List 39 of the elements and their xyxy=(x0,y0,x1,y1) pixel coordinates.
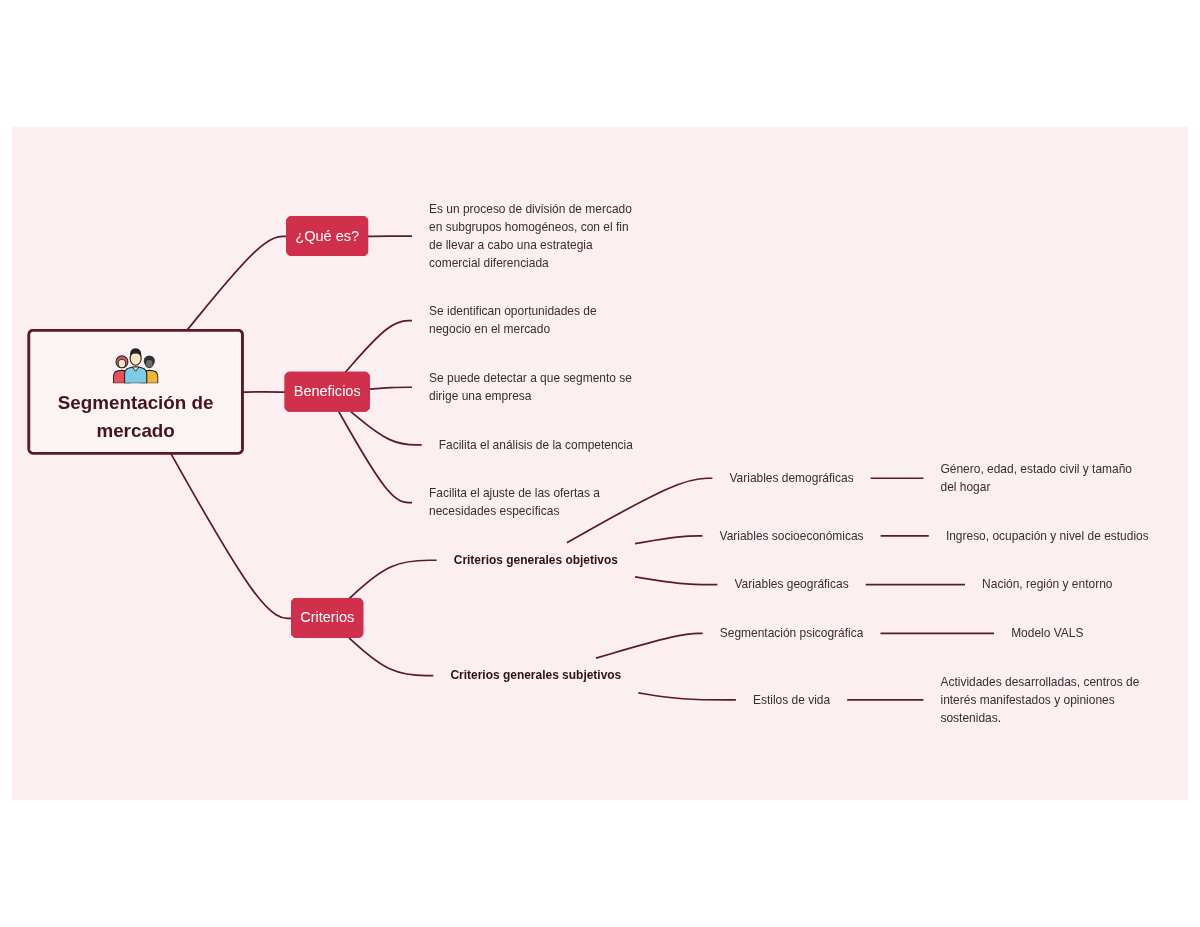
connector-line xyxy=(595,632,704,659)
description-text: Ingreso, ocupación y nivel de estudios xyxy=(945,527,1149,545)
connector-line xyxy=(846,699,925,701)
variable-label: Variables socioeconómicas xyxy=(719,527,864,545)
variable-label: Segmentación psicográfica xyxy=(719,625,864,642)
description-text: Modelo VALS xyxy=(1011,625,1084,642)
connector-line xyxy=(242,391,287,393)
description-text: Género, edad, estado civil y tamaño del hogar xyxy=(940,461,1133,496)
connector-line xyxy=(344,319,413,374)
connector-line xyxy=(349,410,423,446)
criterion-label: Criterios generales objetivos xyxy=(453,552,618,569)
category-label: Criterios xyxy=(300,608,355,628)
connector-line xyxy=(348,636,435,677)
variable-label: Variables geográficas xyxy=(734,576,849,593)
variable-label: Variables demográficas xyxy=(729,470,854,487)
connector-line xyxy=(879,632,995,635)
connector-line xyxy=(879,535,930,537)
description-text: Actividades desarrolladas, centros de interés manifestados y opiniones sostenidas. xyxy=(940,673,1141,727)
connector-line xyxy=(634,576,719,586)
description-text: Facilita el análisis de la competencia xyxy=(438,436,633,454)
connector-line xyxy=(348,559,438,600)
connector-line xyxy=(367,235,413,238)
category-label: Beneficios xyxy=(293,382,361,402)
connector-line xyxy=(566,477,714,544)
connector-line xyxy=(337,410,413,504)
connector-line xyxy=(869,477,925,480)
topic-title: Segmentación de mercado xyxy=(56,390,215,444)
description-text: Se identifican oportunidades de negocio en el mercado xyxy=(429,303,598,338)
criterion-label: Criterios generales subjetivos xyxy=(450,667,622,684)
connector-line xyxy=(634,535,704,545)
description-text: Es un proceso de división de mercado en subgrupos homogéneos, con el fin de llevar a cabo una estrategia comercial diferenciada xyxy=(429,200,633,272)
description-text: Se puede detectar a que segmento se dirige una empresa xyxy=(429,370,633,405)
description-text: Facilita el ajuste de las ofertas a necesidades específicas xyxy=(429,485,601,520)
category-label: ¿Qué es? xyxy=(295,226,360,246)
connector-line xyxy=(637,691,737,701)
connector-line xyxy=(864,583,966,586)
description-text: Nación, región y entorno xyxy=(982,576,1113,593)
connector-line xyxy=(368,386,413,391)
variable-label: Estilos de vida xyxy=(753,691,831,709)
